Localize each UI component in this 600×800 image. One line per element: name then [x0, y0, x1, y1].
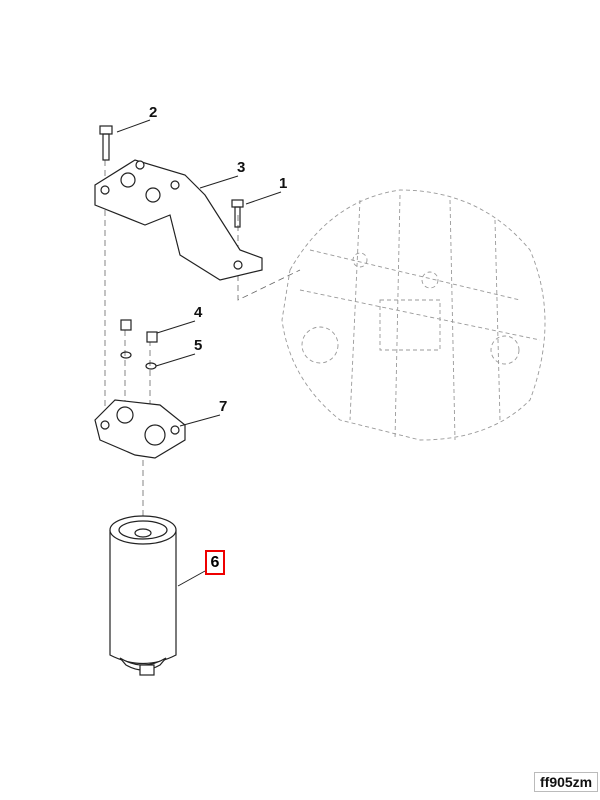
callout-5[interactable]: 5: [194, 337, 203, 354]
callout-arrows: [116, 119, 282, 587]
filter-head-7-drawing: [94, 399, 186, 459]
callout-6-highlighted[interactable]: 6: [205, 550, 225, 575]
callout-1[interactable]: 1: [279, 175, 288, 192]
bracket-3-drawing: [94, 159, 263, 281]
callout-7[interactable]: 7: [219, 398, 228, 415]
assembly-centerlines: [104, 160, 301, 520]
engine-block-outline: [281, 189, 546, 441]
callout-2[interactable]: 2: [149, 104, 158, 121]
fuel-filter-6-drawing: [109, 515, 177, 676]
figure-id-label: ff905zm: [534, 772, 599, 792]
plug-4-drawing: [120, 319, 158, 343]
oring-5-drawing: [120, 351, 157, 370]
callout-4[interactable]: 4: [194, 304, 203, 321]
bolt-1-drawing: [231, 199, 244, 228]
bolt-2-drawing: [99, 125, 113, 161]
callout-3[interactable]: 3: [237, 159, 246, 176]
